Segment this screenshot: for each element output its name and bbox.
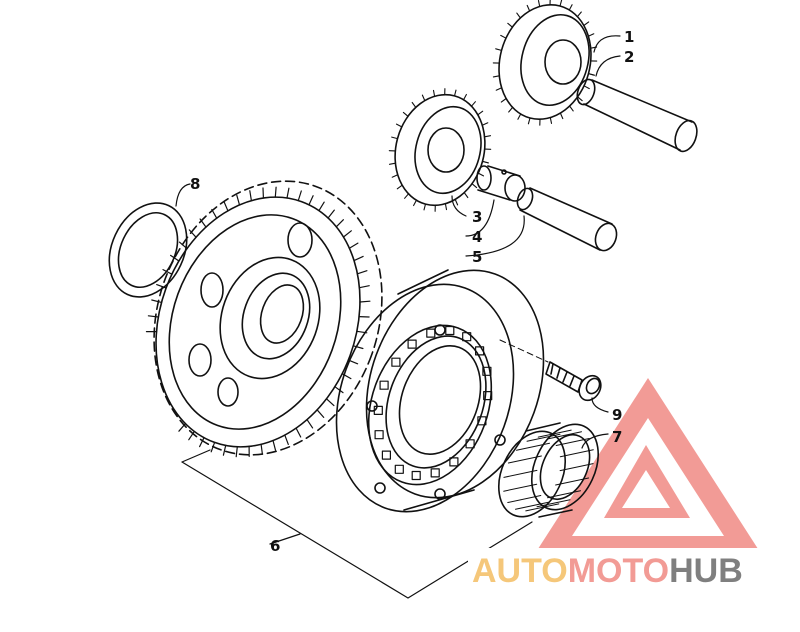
watermark-logo bbox=[536, 378, 760, 552]
callout-6: 6 bbox=[270, 537, 280, 555]
callout-2: 2 bbox=[624, 48, 634, 66]
watermark-hub: HUB bbox=[669, 552, 743, 590]
upper-gear-teeth bbox=[492, 0, 598, 126]
shaft-part-2 bbox=[576, 78, 698, 153]
clutch-housing bbox=[335, 269, 545, 513]
callout-4: 4 bbox=[472, 228, 482, 246]
callout-1: 1 bbox=[624, 28, 634, 46]
leader-lines bbox=[175, 35, 621, 599]
middle-gear-part-3 bbox=[388, 88, 492, 212]
bushing-part-4 bbox=[476, 165, 526, 202]
watermark-word: AUTOMOTOHUB bbox=[472, 552, 743, 590]
watermark-moto: MOTO bbox=[568, 552, 669, 590]
bearing-needles bbox=[503, 429, 594, 512]
upper-gear-part-1 bbox=[492, 0, 598, 126]
middle-gear-teeth bbox=[388, 88, 492, 212]
callout-labels: 1 2 3 4 5 6 7 8 9 bbox=[190, 28, 634, 555]
bearing-part-7 bbox=[498, 422, 599, 518]
watermark-wordmark: AUTOMOTOHUB bbox=[468, 548, 796, 590]
large-gear-teeth bbox=[145, 186, 371, 458]
callout-5: 5 bbox=[472, 248, 482, 266]
callout-8: 8 bbox=[190, 175, 200, 193]
shaft-part-5 bbox=[516, 187, 618, 252]
large-gear bbox=[145, 180, 383, 458]
clutch-rollers bbox=[373, 325, 493, 481]
cap-screw-part-9 bbox=[499, 339, 602, 402]
callout-7: 7 bbox=[612, 428, 622, 446]
watermark-auto: AUTO bbox=[472, 552, 568, 590]
callout-9: 9 bbox=[612, 406, 622, 424]
callout-3: 3 bbox=[472, 208, 482, 226]
